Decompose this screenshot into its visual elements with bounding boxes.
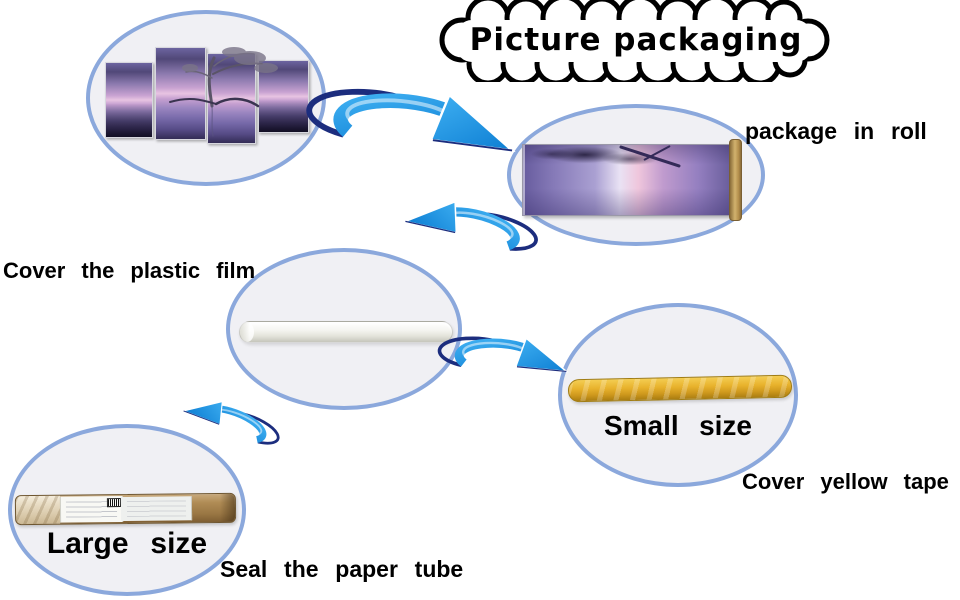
barcode-icon — [106, 498, 121, 508]
label-cover-yellow-tape: Cover yellow tape — [742, 469, 949, 494]
label-print-lines — [126, 500, 186, 517]
paper-tube-image — [14, 492, 237, 526]
plastic-film-roll-image — [239, 321, 453, 343]
arrow-prints-to-roll — [306, 88, 516, 153]
arrow-film-to-small — [437, 336, 569, 373]
label-package-in-roll: package in roll — [745, 118, 927, 144]
tube-shipping-label-2 — [120, 495, 193, 522]
arrow-roll-to-film — [402, 200, 538, 251]
label-seal-paper-tube: Seal the paper tube — [220, 556, 464, 582]
rolled-picture-image — [522, 144, 730, 216]
arrow-film-to-large — [181, 400, 280, 445]
canvas-panel-2 — [155, 47, 206, 140]
tube-end-cap — [219, 493, 236, 523]
label-large-size: Large size — [46, 527, 208, 560]
tree-silhouette-icon — [169, 47, 278, 137]
yellow-tape-roll-image — [567, 374, 793, 403]
label-cover-plastic-film: Cover the plastic film — [3, 258, 256, 283]
tube-shipping-label — [59, 496, 124, 523]
roll-bar — [729, 139, 742, 221]
canvas-panel-1 — [105, 62, 153, 138]
cloud-burst-shape — [439, 0, 830, 82]
diagram-title: Picture packaging — [469, 22, 803, 58]
tube-plastic-wrap — [15, 495, 60, 525]
label-small-size: Small size — [603, 410, 752, 441]
